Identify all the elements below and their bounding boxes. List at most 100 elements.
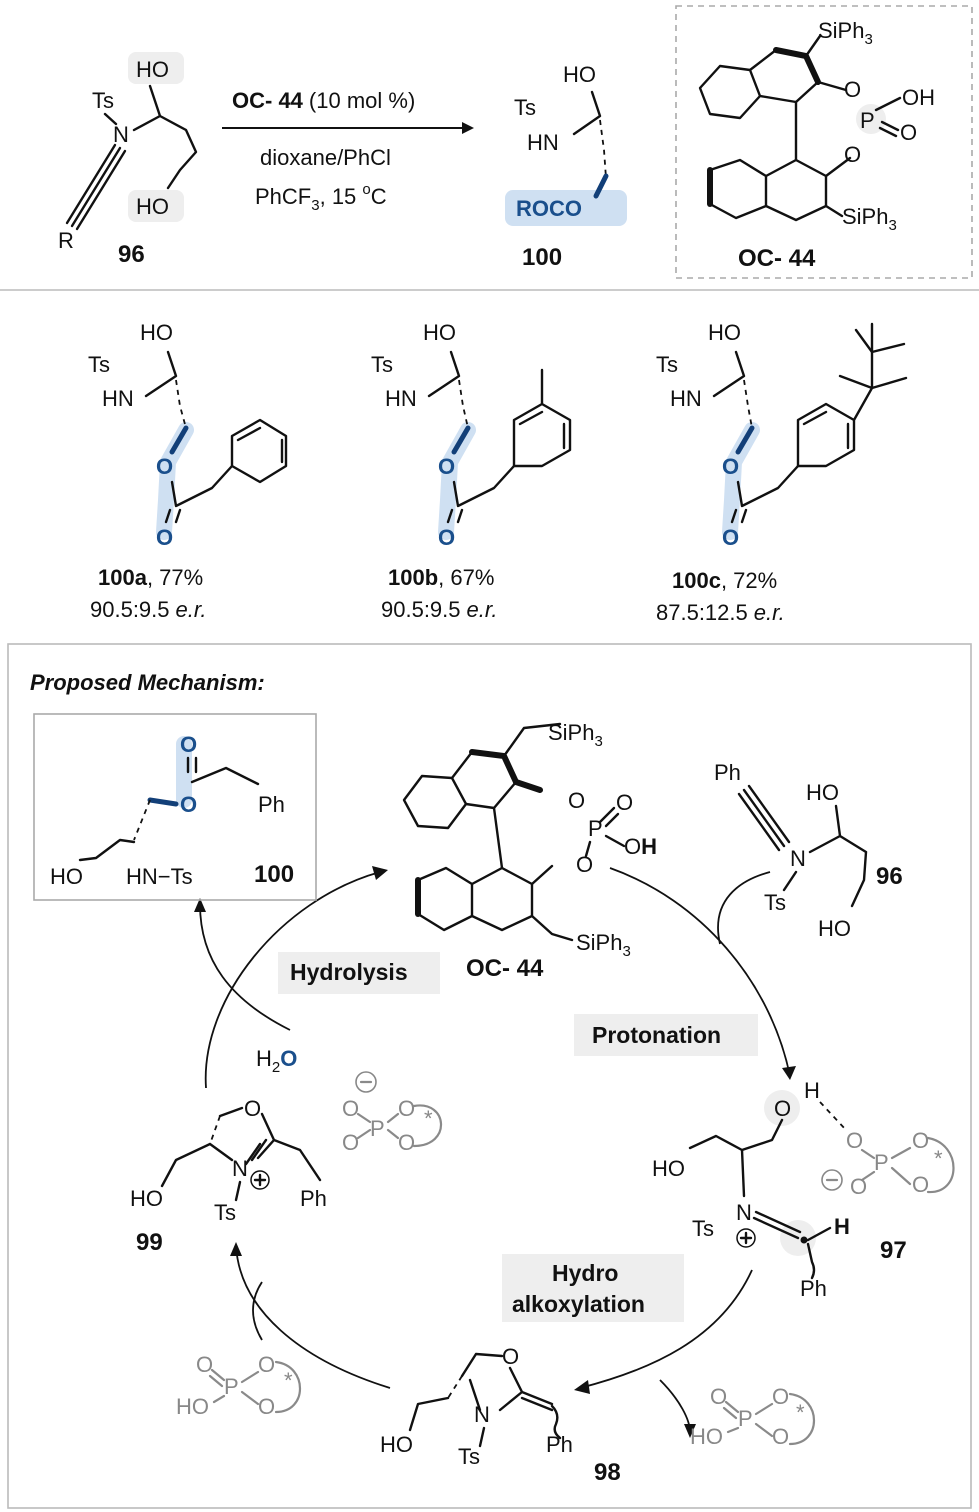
atom-ph: Ph xyxy=(546,1432,573,1457)
atom-o: O xyxy=(196,1352,213,1377)
chiral-star: * xyxy=(796,1400,805,1425)
atom-o: O xyxy=(180,792,197,817)
chiral-star: * xyxy=(424,1106,433,1131)
catalyst-loading: (10 mol %) xyxy=(309,88,415,113)
catalyst-conditions: OC- 44(10 mol %) xyxy=(232,88,415,113)
atom-o: O xyxy=(576,852,593,877)
atom-ts: Ts xyxy=(371,352,393,377)
roco-group: ROCO xyxy=(516,196,582,221)
atom-o: O xyxy=(156,525,173,550)
o-text: O xyxy=(624,834,641,859)
top-reaction-panel: HO HO Ts N R 96 OC- 44(10 mol %) dioxane… xyxy=(58,5,973,279)
cycle-arrow-protonation xyxy=(609,867,791,1077)
cycle-arrow-hydrolysis xyxy=(204,871,381,1089)
atom-ho: HO xyxy=(130,1186,163,1211)
atom-hn: HN xyxy=(102,386,134,411)
phosphoric-acid-released: O P HO O O * xyxy=(690,1384,815,1449)
mechanism-title: Proposed Mechanism: xyxy=(30,670,265,695)
atom-o: O xyxy=(438,525,455,550)
intermediate-97: O H O P O O O * HO N Ts H Ph 97 xyxy=(652,1078,955,1301)
atom-p: P xyxy=(224,1374,239,1399)
atom-n: N xyxy=(790,846,806,871)
solvent-text: dioxane/PhCl xyxy=(260,145,391,170)
atom-hn: HN xyxy=(385,386,417,411)
step-hydrolysis: Hydrolysis xyxy=(290,959,408,985)
silyl-group: SiPh3 xyxy=(576,930,631,960)
step-box xyxy=(574,1014,758,1056)
catalyst-code: OC- 44 xyxy=(232,88,304,113)
phosphate-anion-center: O P O O O * xyxy=(342,1071,443,1155)
cycle-arrow-hydroalkoxylation xyxy=(579,1269,753,1389)
atom-ph: Ph xyxy=(714,760,741,785)
atom-o: O xyxy=(244,1096,261,1121)
atom-n: N xyxy=(232,1156,248,1181)
atom-ph: Ph xyxy=(300,1186,327,1211)
silyl-text: SiPh xyxy=(842,204,888,229)
atom-o: O xyxy=(258,1352,275,1377)
atom-h: H xyxy=(834,1214,850,1239)
atom-ts: Ts xyxy=(656,352,678,377)
catalyst-box: O P O OH O SiPh3 SiPh3 OC- 44 xyxy=(675,5,973,279)
atom-ho: HO xyxy=(50,864,83,889)
er-value: 87.5:12.5 xyxy=(656,600,748,625)
atom-ts: Ts xyxy=(692,1216,714,1241)
atom-o: O xyxy=(844,142,861,167)
acid-entry-arc xyxy=(252,1281,263,1341)
atom-ho: HO xyxy=(136,194,169,219)
water: H32O xyxy=(256,1046,297,1076)
chiral-star: * xyxy=(934,1146,943,1171)
atom-o: O xyxy=(772,1384,789,1409)
atom-o: O xyxy=(342,1096,359,1121)
atom-o: O xyxy=(912,1172,929,1197)
atom-h: H xyxy=(804,1078,820,1103)
atom-p: P xyxy=(738,1406,753,1431)
atom-ho: HO xyxy=(563,62,596,87)
atom-ho: HO xyxy=(380,1432,413,1457)
water-sub2: 2 xyxy=(272,1059,280,1076)
reaction-arrow: OC- 44(10 mol %) dioxane/PhCl PhCF3, 15 … xyxy=(222,88,474,214)
compound-label-100: 100 xyxy=(254,861,294,888)
solvent2-sub: 3 xyxy=(311,197,319,214)
atom-hn-ts: HN−Ts xyxy=(126,864,193,889)
atom-ts: Ts xyxy=(764,890,786,915)
atom-hn: HN xyxy=(670,386,702,411)
step-alkoxylation: alkoxylation xyxy=(512,1291,645,1317)
h-text: H xyxy=(641,834,657,859)
example-code: 100a xyxy=(98,565,148,590)
atom-r: R xyxy=(58,228,74,253)
atom-ho: HO xyxy=(423,320,456,345)
product-100: HO Ts HN ROCO 100 xyxy=(505,62,627,271)
atom-o: O xyxy=(438,454,455,479)
atom-o: O xyxy=(722,454,739,479)
example-yield: , 72% xyxy=(721,568,777,593)
er-unit: e.r. xyxy=(467,597,498,622)
silyl-group: SiPh3 xyxy=(548,720,603,750)
example-label: 100b, 67% xyxy=(388,565,494,590)
example-yield: , 67% xyxy=(438,565,494,590)
compound-label-97: 97 xyxy=(880,1237,907,1264)
step-box xyxy=(502,1254,684,1322)
atom-ho: HO xyxy=(690,1424,723,1449)
example-yield: , 77% xyxy=(147,565,203,590)
atom-ts: Ts xyxy=(458,1444,480,1469)
atom-o: O xyxy=(774,1096,791,1121)
atom-o: O xyxy=(722,525,739,550)
er-unit: e.r. xyxy=(176,597,207,622)
mechanism-catalyst: SiPh3 O P O OH O SiPh3 OC- 44 xyxy=(402,720,657,982)
atom-o: O xyxy=(568,788,585,813)
atom-o: O xyxy=(398,1096,415,1121)
atom-o: O xyxy=(772,1424,789,1449)
example-code: 100b xyxy=(388,565,438,590)
atom-oh: OH xyxy=(902,85,935,110)
example-label: 100a, 77% xyxy=(98,565,203,590)
atom-ho: HO xyxy=(806,780,839,805)
water-h: H xyxy=(256,1046,272,1071)
intermediate-99: O N HO Ts Ph 99 xyxy=(130,1096,327,1256)
atom-o: O xyxy=(616,790,633,815)
atom-o: O xyxy=(258,1394,275,1419)
chiral-star: * xyxy=(284,1368,293,1393)
atom-n: N xyxy=(736,1200,752,1225)
